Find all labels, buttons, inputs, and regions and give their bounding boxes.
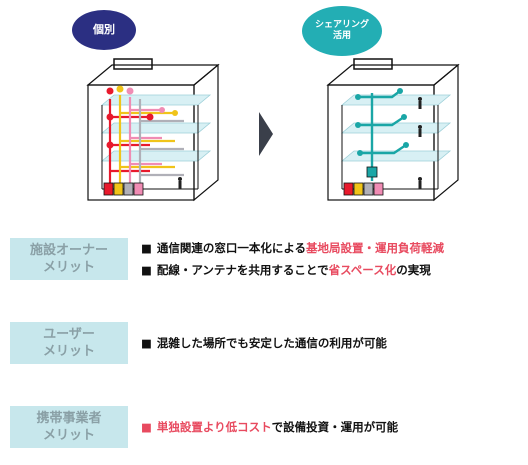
bullet-marker: ■	[141, 263, 152, 277]
label-line1: 施設オーナー	[29, 243, 108, 258]
sharing-badge: シェアリング 活用	[302, 6, 382, 56]
comparison-figure: 個別 シェアリング 活用	[0, 0, 528, 220]
individual-building-illustration	[86, 58, 220, 202]
user-merit-bullets: ■ 混雑した場所でも安定した通信の利用が可能	[141, 322, 387, 364]
owner-merit-row: 施設オーナー メリット ■ 通信関連の窓口一本化による基地局設置・運用負荷軽減 ■…	[0, 238, 528, 280]
bullet-text: 混雑した場所でも安定した通信の利用が可能	[156, 336, 387, 350]
sharing-building-illustration	[326, 58, 460, 202]
bullet-item: ■ 配線・アンテナを共用することで省スペース化の実現	[141, 262, 444, 278]
carrier-merit-bullets: ■ 単独設置より低コストで設備投資・運用が可能	[141, 406, 398, 448]
owner-merit-label: 施設オーナー メリット	[10, 238, 128, 280]
bullet-emphasis: 単独設置より低コスト	[156, 420, 272, 434]
bullet-emphasis: 省スペース化	[328, 263, 397, 277]
bullet-item: ■ 混雑した場所でも安定した通信の利用が可能	[141, 335, 387, 351]
bullet-item: ■ 単独設置より低コストで設備投資・運用が可能	[141, 419, 398, 435]
carrier-merit-label: 携帯事業者 メリット	[10, 406, 128, 448]
label-line2: メリット	[42, 344, 95, 359]
label-line2: メリット	[42, 428, 95, 443]
user-merit-label: ユーザー メリット	[10, 322, 128, 364]
bullet-item: ■ 通信関連の窓口一本化による基地局設置・運用負荷軽減	[141, 240, 444, 256]
transition-arrow	[259, 112, 273, 156]
bullet-marker: ■	[141, 241, 152, 255]
owner-merit-bullets: ■ 通信関連の窓口一本化による基地局設置・運用負荷軽減 ■ 配線・アンテナを共用する…	[141, 238, 444, 280]
bullet-text-tail: の実現	[396, 263, 431, 277]
bullet-emphasis: 基地局設置・運用負荷軽減	[306, 241, 445, 255]
label-line2: メリット	[42, 260, 95, 275]
bullet-marker: ■	[141, 420, 152, 434]
user-merit-row: ユーザー メリット ■ 混雑した場所でも安定した通信の利用が可能	[0, 322, 528, 364]
bullet-marker: ■	[141, 336, 152, 350]
label-line1: 携帯事業者	[36, 411, 102, 426]
bullet-text: 配線・アンテナを共用することで	[156, 263, 329, 277]
label-line1: ユーザー	[43, 327, 95, 342]
bullet-text-tail: で設備投資・運用が可能	[271, 420, 399, 434]
carrier-merit-row: 携帯事業者 メリット ■ 単独設置より低コストで設備投資・運用が可能	[0, 406, 528, 448]
bullet-text: 通信関連の窓口一本化による	[156, 241, 307, 255]
individual-badge: 個別	[72, 10, 136, 50]
